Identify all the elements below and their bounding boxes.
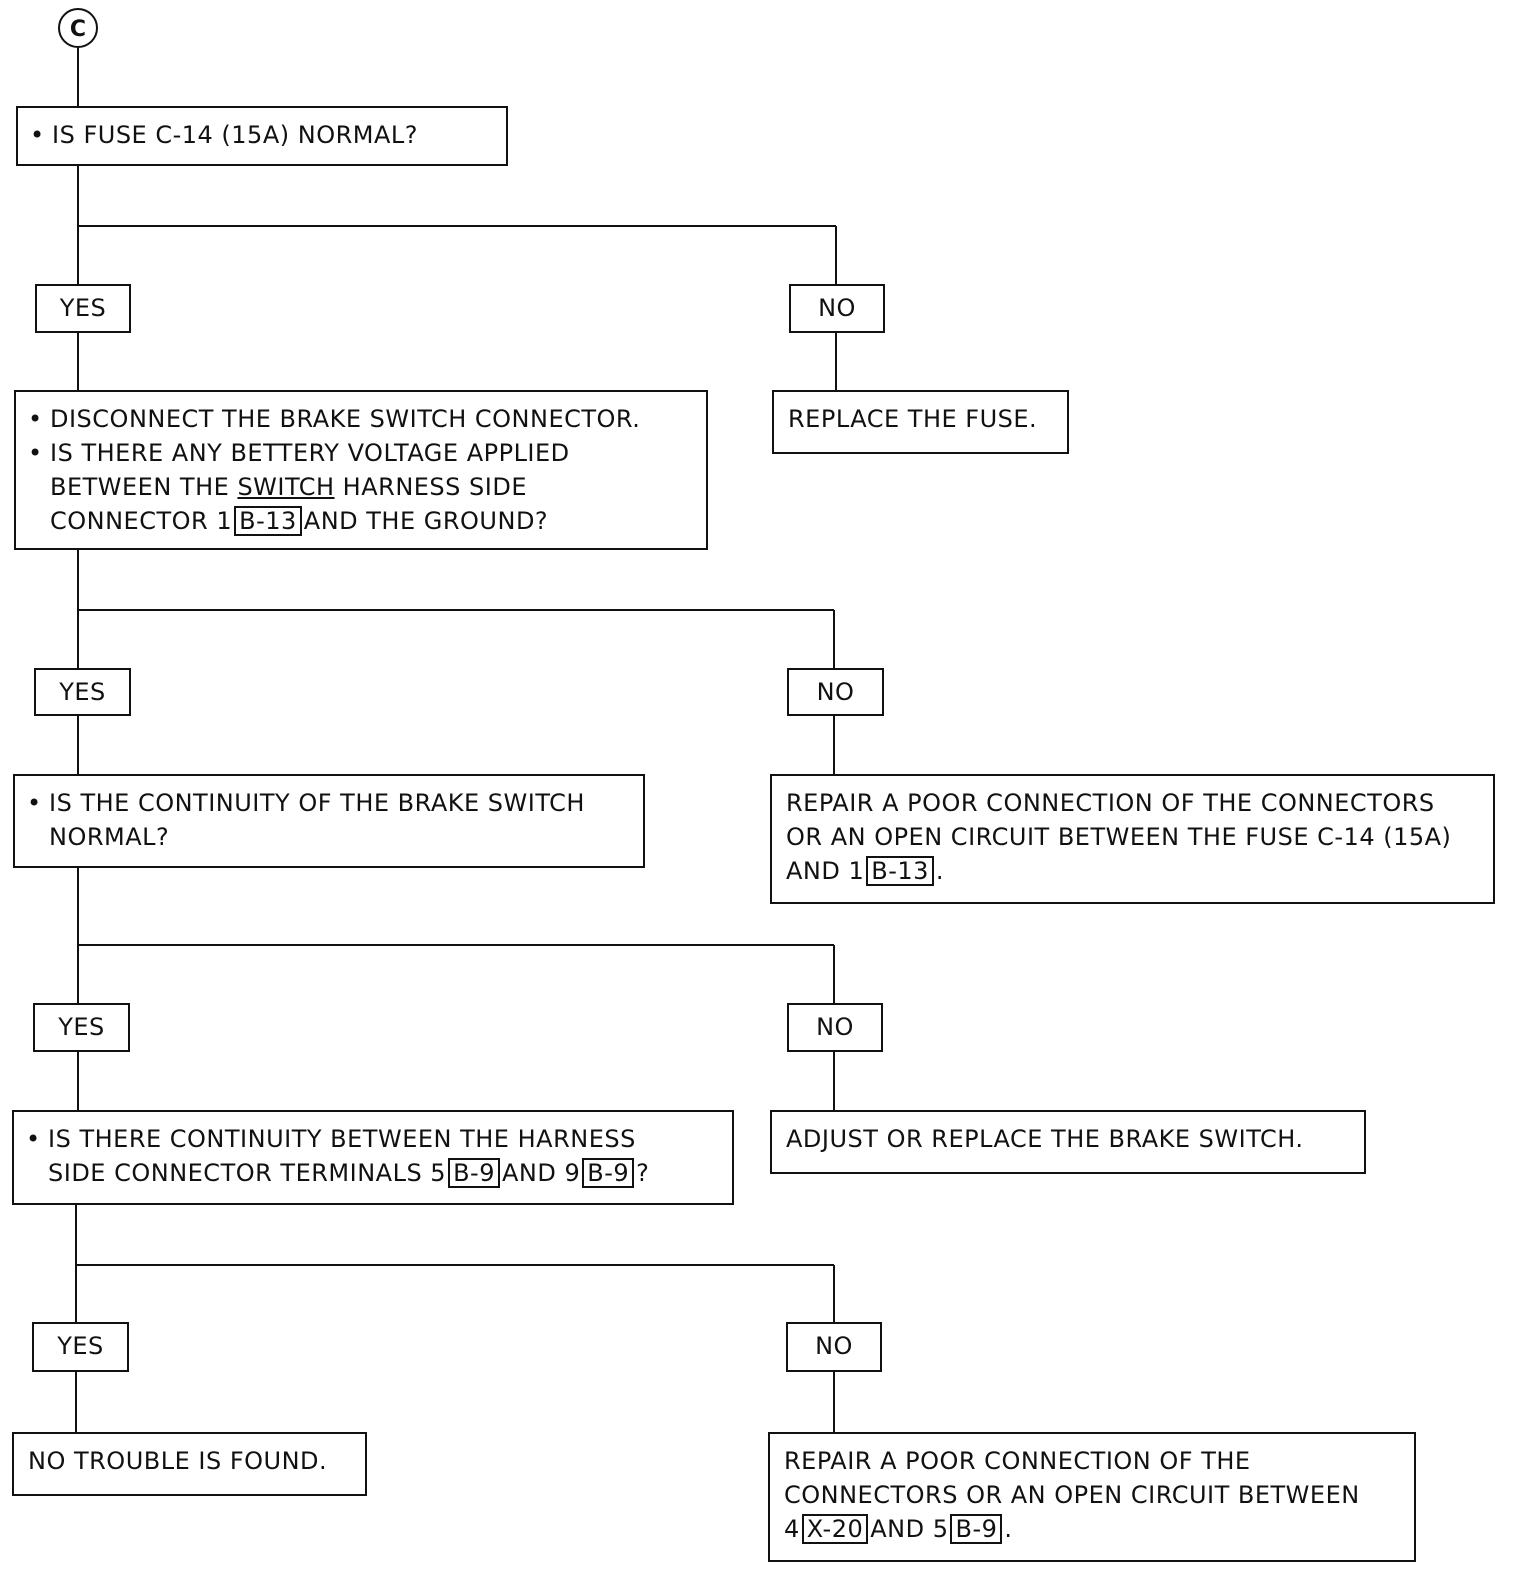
- action-line: REPAIR A POOR CONNECTION OF THE: [784, 1447, 1251, 1475]
- bullet: •: [30, 121, 45, 149]
- action-line: REPAIR A POOR CONNECTION OF THE CONNECTO…: [786, 789, 1435, 817]
- question-line: IS THERE ANY BETTERY VOLTAGE APPLIED: [50, 439, 570, 467]
- result-text: NO TROUBLE IS FOUND.: [28, 1447, 328, 1475]
- no-label: NO: [786, 1322, 882, 1372]
- question-line: AND THE GROUND?: [303, 507, 549, 535]
- result-no-trouble: NO TROUBLE IS FOUND.: [12, 1432, 367, 1496]
- yes-label: YES: [32, 1322, 129, 1372]
- yes-label: YES: [33, 1003, 130, 1052]
- question-line: AND 9: [501, 1159, 581, 1187]
- question-line: IS THE CONTINUITY OF THE BRAKE SWITCH: [49, 789, 585, 817]
- bullet: •: [26, 1125, 41, 1153]
- question-fuse-normal: •IS FUSE C-14 (15A) NORMAL?: [16, 106, 508, 166]
- action-line: CONNECTORS OR AN OPEN CIRCUIT BETWEEN: [784, 1481, 1360, 1509]
- question-line: BETWEEN THE: [50, 473, 238, 501]
- instruction-text: DISCONNECT THE BRAKE SWITCH CONNECTOR.: [50, 405, 641, 433]
- connector-ref: B-9: [582, 1158, 635, 1188]
- question-line: HARNESS SIDE: [334, 473, 527, 501]
- action-line: .: [935, 857, 945, 885]
- action-line: AND 1: [786, 857, 865, 885]
- action-line: 4: [784, 1515, 800, 1543]
- yes-label: YES: [35, 284, 131, 333]
- yes-label: YES: [34, 668, 131, 716]
- question-line: CONNECTOR 1: [50, 507, 233, 535]
- connector-ref: B-13: [234, 506, 302, 536]
- bullet: •: [28, 439, 43, 467]
- bullet: •: [28, 405, 43, 433]
- no-label: NO: [787, 668, 884, 716]
- action-repair-fuse-circuit: REPAIR A POOR CONNECTION OF THE CONNECTO…: [770, 774, 1495, 904]
- question-terminal-continuity: •IS THERE CONTINUITY BETWEEN THE HARNESS…: [12, 1110, 734, 1205]
- action-repair-open-circuit: REPAIR A POOR CONNECTION OF THE CONNECTO…: [768, 1432, 1416, 1562]
- underlined-word: SWITCH: [237, 473, 335, 501]
- bullet: •: [27, 789, 42, 817]
- connector-ref: B-13: [866, 856, 934, 886]
- no-label: NO: [789, 284, 885, 333]
- action-line: .: [1004, 1515, 1013, 1543]
- action-adjust-replace-switch: ADJUST OR REPLACE THE BRAKE SWITCH.: [770, 1110, 1366, 1174]
- question-line: IS THERE CONTINUITY BETWEEN THE HARNESS: [48, 1125, 636, 1153]
- question-line: SIDE CONNECTOR TERMINALS 5: [48, 1159, 447, 1187]
- question-battery-voltage: •DISCONNECT THE BRAKE SWITCH CONNECTOR. …: [14, 390, 708, 550]
- action-text: REPLACE THE FUSE.: [788, 405, 1038, 433]
- question-text: IS FUSE C-14 (15A) NORMAL?: [52, 121, 418, 149]
- connector-ref: B-9: [448, 1158, 500, 1188]
- no-label: NO: [787, 1003, 883, 1052]
- action-line: OR AN OPEN CIRCUIT BETWEEN THE FUSE C-14…: [786, 823, 1452, 851]
- action-text: ADJUST OR REPLACE THE BRAKE SWITCH.: [786, 1125, 1304, 1153]
- question-line: ?: [636, 1159, 650, 1187]
- action-line: AND 5: [870, 1515, 949, 1543]
- start-connector-c: C: [58, 8, 98, 48]
- action-replace-fuse: REPLACE THE FUSE.: [772, 390, 1069, 454]
- question-line: NORMAL?: [49, 823, 170, 851]
- connector-ref: X-20: [801, 1514, 869, 1544]
- connector-ref: B-9: [950, 1514, 1003, 1544]
- question-switch-continuity: •IS THE CONTINUITY OF THE BRAKE SWITCH N…: [13, 774, 645, 868]
